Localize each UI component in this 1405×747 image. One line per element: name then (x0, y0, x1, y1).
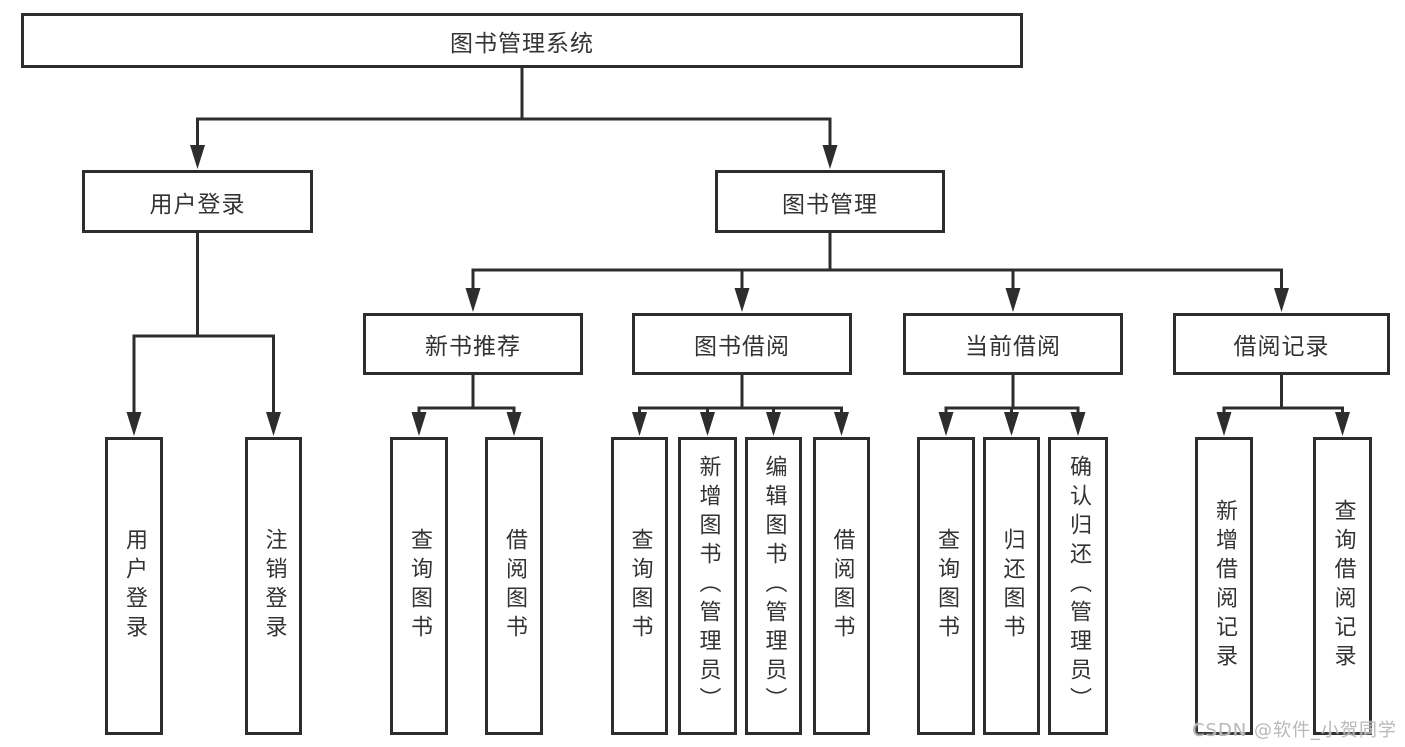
node-label-leaf-return-book: 归还图书 (999, 527, 1025, 645)
node-leaf-confirm-return: 确认归还（管理员） (1048, 437, 1108, 735)
arrowhead-icon (1004, 412, 1019, 436)
node-leaf-borrow-book-2: 借阅图书 (813, 437, 870, 735)
arrowhead-icon (766, 412, 781, 436)
arrowhead-icon (822, 145, 838, 169)
node-label-new-book-rec: 新书推荐 (425, 334, 521, 360)
node-leaf-borrow-book-1: 借阅图书 (485, 437, 543, 735)
node-user-login: 用户登录 (82, 170, 313, 233)
arrowhead-icon (1070, 412, 1086, 436)
node-label-book-mgmt: 图书管理 (782, 191, 878, 218)
node-label-leaf-query-book-1: 查询图书 (407, 527, 432, 645)
node-leaf-query-book-1: 查询图书 (390, 437, 448, 735)
arrowhead-icon (266, 412, 281, 436)
node-label-leaf-user-login: 用户登录 (122, 527, 147, 645)
node-leaf-edit-book: 编辑图书（管理员） (745, 437, 802, 735)
node-current-borrow: 当前借阅 (903, 313, 1123, 375)
node-label-leaf-add-record: 新增借阅记录 (1212, 498, 1237, 674)
arrowhead-icon (411, 412, 427, 436)
node-label-leaf-edit-book: 编辑图书（管理员） (761, 455, 787, 717)
node-book-mgmt: 图书管理 (715, 170, 945, 233)
arrowhead-icon (632, 412, 647, 436)
arrowhead-icon (126, 412, 142, 436)
node-label-leaf-borrow-book-1: 借阅图书 (502, 527, 527, 645)
node-leaf-logout: 注销登录 (245, 437, 302, 735)
node-label-leaf-add-book: 新增图书（管理员） (695, 455, 721, 717)
node-label-borrow-records: 借阅记录 (1233, 334, 1330, 360)
arrowhead-icon (465, 288, 481, 312)
node-label-book-borrow: 图书借阅 (694, 334, 790, 360)
node-book-borrow: 图书借阅 (632, 313, 852, 375)
node-leaf-query-book-2: 查询图书 (611, 437, 668, 735)
node-leaf-query-record: 查询借阅记录 (1313, 437, 1372, 735)
arrowhead-icon (1274, 288, 1289, 312)
node-label-user-login: 用户登录 (149, 191, 246, 218)
arrowhead-icon (938, 412, 954, 436)
arrowhead-icon (1005, 288, 1021, 312)
node-label-current-borrow: 当前借阅 (965, 334, 1061, 360)
arrowhead-icon (1335, 412, 1350, 436)
node-borrow-records: 借阅记录 (1173, 313, 1390, 375)
node-label-leaf-borrow-book-2: 借阅图书 (829, 527, 855, 645)
arrowhead-icon (834, 412, 849, 436)
node-root: 图书管理系统 (21, 13, 1023, 68)
arrowhead-icon (734, 288, 750, 312)
node-leaf-user-login: 用户登录 (105, 437, 163, 735)
node-leaf-return-book: 归还图书 (983, 437, 1040, 735)
node-leaf-add-record: 新增借阅记录 (1195, 437, 1253, 735)
arrowhead-icon (506, 412, 522, 436)
node-leaf-query-book-3: 查询图书 (917, 437, 975, 735)
node-label-leaf-confirm-return: 确认归还（管理员） (1066, 455, 1091, 717)
node-label-leaf-query-book-3: 查询图书 (934, 527, 959, 645)
arrowhead-icon (700, 412, 715, 436)
node-label-root: 图书管理系统 (450, 30, 594, 57)
node-label-leaf-query-record: 查询借阅记录 (1330, 498, 1356, 674)
arrowhead-icon (1216, 412, 1232, 436)
node-new-book-rec: 新书推荐 (363, 313, 583, 375)
node-leaf-add-book: 新增图书（管理员） (678, 437, 737, 735)
arrowhead-icon (190, 145, 205, 169)
node-label-leaf-query-book-2: 查询图书 (627, 527, 653, 645)
node-label-leaf-logout: 注销登录 (261, 527, 287, 645)
